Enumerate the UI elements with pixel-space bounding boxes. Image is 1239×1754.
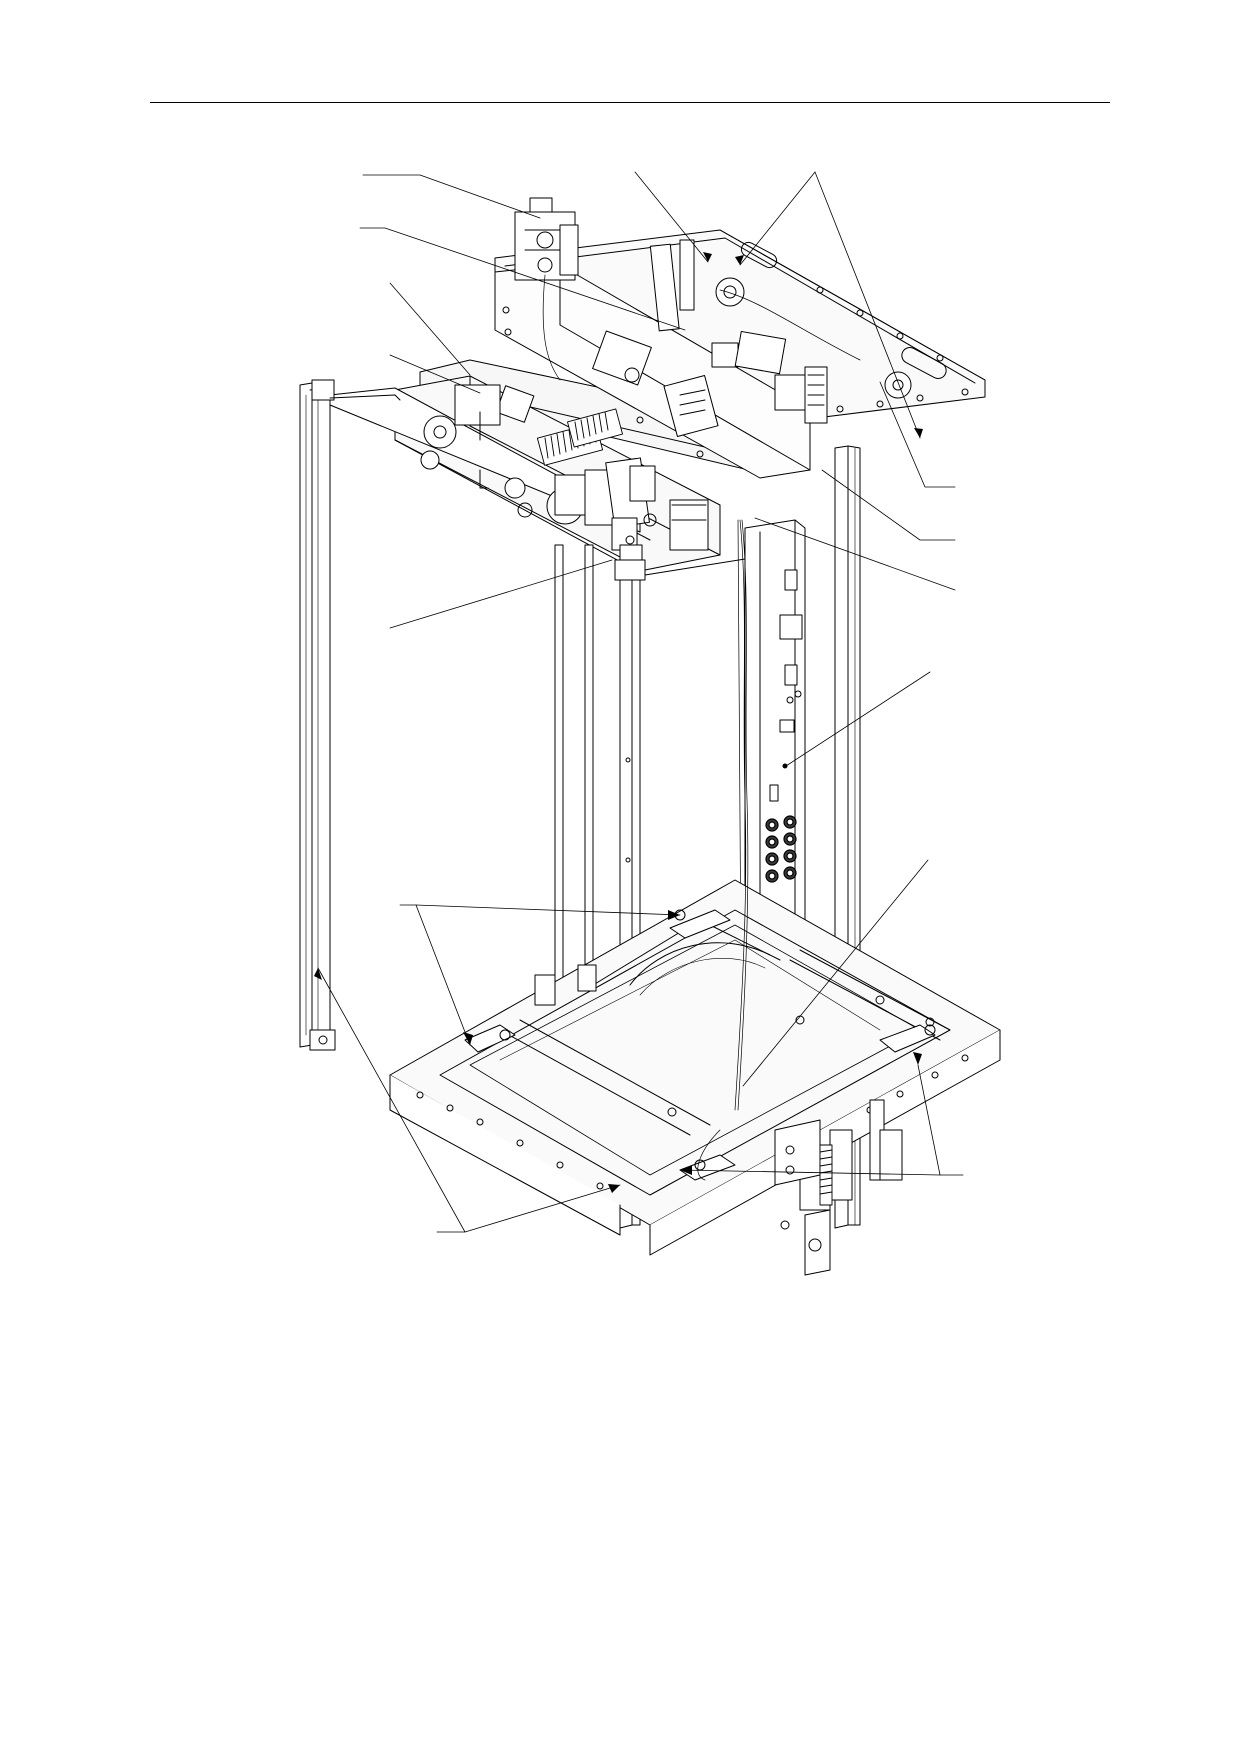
- button-matrix: [765, 815, 797, 883]
- leader-line-4: [389, 354, 481, 394]
- mounting-holes-top: [502, 286, 969, 458]
- leader-line-5: [634, 171, 709, 263]
- terminal-strip: [819, 1144, 833, 1206]
- leader-line-7: [814, 171, 921, 439]
- callout-leader-lines: [317, 171, 964, 1233]
- rear-upright-left: [554, 544, 594, 1006]
- resistor-fins: [536, 408, 623, 466]
- leader-line-1: [362, 174, 541, 219]
- leader-line-6: [739, 171, 816, 266]
- leader-line-8: [879, 381, 956, 488]
- leader-line-9: [821, 469, 956, 541]
- wiring-harness: [542, 274, 749, 1181]
- leader-line-14: [399, 904, 471, 1046]
- header-rule: [150, 102, 1110, 103]
- leader-line-3: [389, 282, 471, 376]
- top-left-guide-shoe: [514, 197, 579, 281]
- leader-line-11: [785, 671, 931, 767]
- leader-line-13: [389, 559, 613, 629]
- leader-line-17: [679, 1169, 941, 1176]
- leader-line-12: [742, 859, 929, 1087]
- leader-arrowheads: [314, 252, 923, 1193]
- door-operator-top: [592, 239, 912, 438]
- leader-line-10: [754, 517, 956, 591]
- leader-line-15: [415, 904, 681, 916]
- leader-line-19: [464, 1184, 621, 1233]
- leader-line-2: [359, 227, 686, 331]
- platform-frame: [389, 879, 1001, 1276]
- platform-holes: [416, 995, 969, 1190]
- car-door-panel: [299, 379, 401, 1051]
